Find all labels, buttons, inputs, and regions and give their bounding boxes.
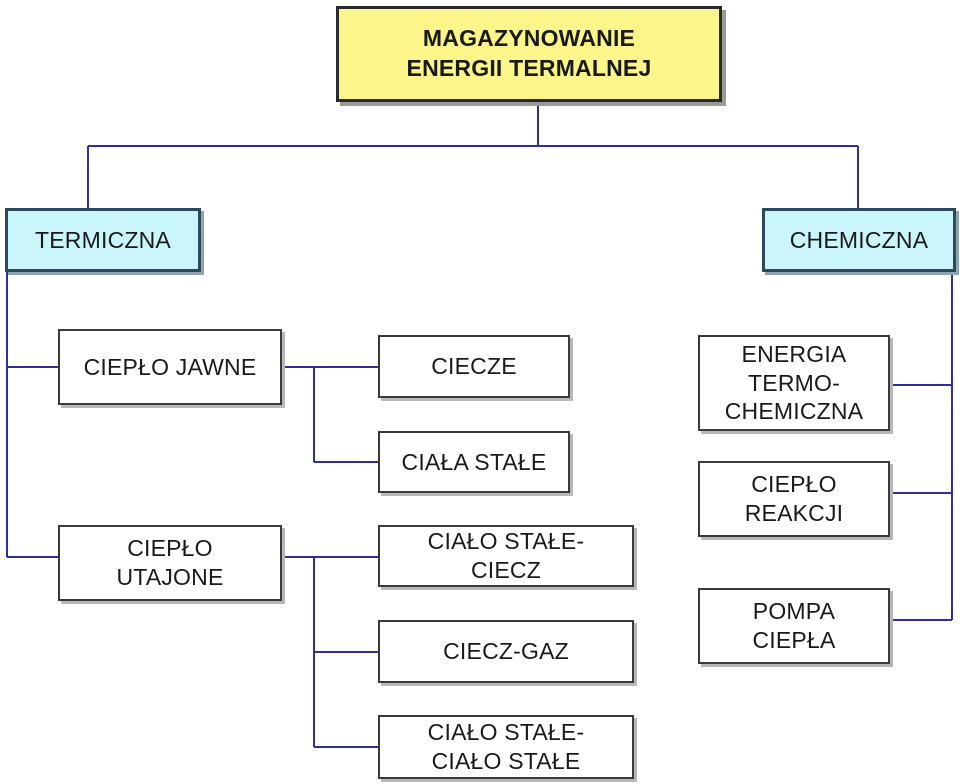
category-chemiczna: CHEMICZNA — [762, 208, 956, 272]
node-cialo-stale-cialo-stale: CIAŁO STAŁE- CIAŁO STAŁE — [378, 715, 634, 779]
node-energia-termochemiczna: ENERGIA TERMO- CHEMICZNA — [698, 335, 890, 431]
root-node: MAGAZYNOWANIE ENERGII TERMALNEJ — [336, 6, 722, 102]
node-ciala-stale: CIAŁA STAŁE — [378, 431, 570, 493]
node-ciecz-gaz: CIECZ-GAZ — [378, 620, 634, 683]
node-ciecze: CIECZE — [378, 335, 570, 398]
node-cieplo-reakcji: CIEPŁO REAKCJI — [698, 461, 890, 537]
node-cialo-stale-ciecz: CIAŁO STAŁE- CIECZ — [378, 525, 634, 587]
node-cieplo-jawne: CIEPŁO JAWNE — [58, 329, 282, 405]
category-termiczna: TERMICZNA — [5, 208, 201, 272]
node-pompa-ciepla: POMPA CIEPŁA — [698, 588, 890, 664]
node-cieplo-utajone: CIEPŁO UTAJONE — [58, 525, 282, 601]
